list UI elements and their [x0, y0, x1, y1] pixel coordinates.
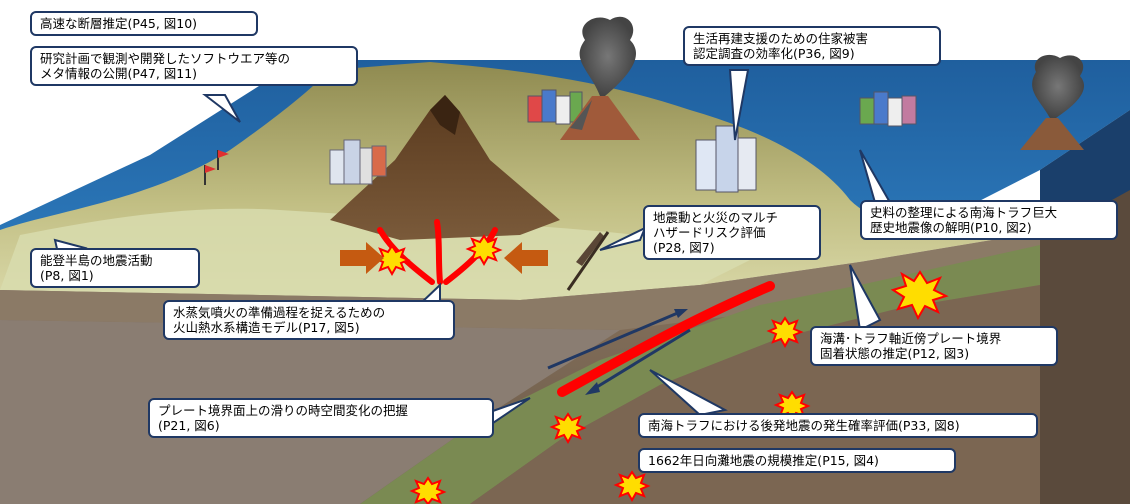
callout-line: 生活再建支援のための住家被害 [693, 31, 869, 46]
earthquake-burst-icon [373, 244, 411, 277]
callout-trench-coupling: 海溝･トラフ軸近傍プレート境界 固着状態の推定(P12, 図3) [810, 326, 1058, 366]
callout-hyuganada-1662: 1662年日向灘地震の規模推定(P15, 図4) [638, 448, 956, 473]
earthquake-burst-icon [465, 234, 503, 267]
callout-volcano-model: 水蒸気噴火の準備過程を捉えるための 火山熱水系構造モデル(P17, 図5) [163, 300, 455, 340]
observation-flag-icon [204, 150, 229, 185]
volcano-icon [330, 95, 560, 240]
callout-fault-estimation: 高速な断層推定(P45, 図10) [30, 11, 258, 36]
callout-slip-variation: プレート境界面上の滑りの時空間変化の把握 (P21, 図6) [148, 398, 494, 438]
building-cluster-icon [859, 91, 917, 127]
slip-arrows [547, 309, 691, 395]
callout-housing-damage: 生活再建支援のための住家被害 認定調査の効率化(P36, 図9) [683, 26, 941, 66]
callout-software-metadata: 研究計画で観測や開発したソフトウエア等の メタ情報の公開(P47, 図11) [30, 46, 358, 86]
arrow-right-icon [340, 242, 384, 274]
earthquake-burst-icon [890, 270, 949, 321]
earthquake-burst-icon [766, 316, 804, 349]
callout-line: 研究計画で観測や開発したソフトウエア等の [40, 51, 291, 66]
callout-line: 固着状態の推定(P12, 図3) [820, 346, 970, 361]
earthquake-burst-icon [409, 476, 447, 504]
callout-pointer [649, 369, 728, 417]
building-cluster-icon [329, 139, 387, 185]
callout-noto-activity: 能登半島の地震活動 (P8, 図1) [30, 248, 200, 288]
callout-line: (P8, 図1) [40, 268, 94, 283]
callout-line: 水蒸気噴火の準備過程を捉えるための [173, 305, 386, 320]
erupting-volcano-icon [560, 16, 640, 140]
callout-line: 火山熱水系構造モデル(P17, 図5) [173, 320, 360, 335]
erupting-volcano-icon [1020, 54, 1085, 150]
callout-line: 認定調査の効率化(P36, 図9) [693, 46, 855, 61]
callout-line: 歴史地震像の解明(P10, 図2) [870, 220, 1032, 235]
callout-pointers [53, 69, 902, 427]
building-cluster-icon [695, 125, 757, 193]
earthquake-burst-icon [549, 412, 587, 445]
callout-line: 史料の整理による南海トラフ巨大 [870, 205, 1058, 220]
callout-multi-hazard: 地震動と火災のマルチ ハザードリスク評価 (P28, 図7) [643, 205, 821, 260]
callout-line: 地震動と火災のマルチ [653, 210, 779, 225]
callout-line: 1662年日向灘地震の規模推定(P15, 図4) [648, 453, 879, 468]
callout-line: ハザードリスク評価 [653, 225, 766, 240]
callout-line: (P21, 図6) [158, 418, 220, 433]
callout-historical-nankai: 史料の整理による南海トラフ巨大 歴史地震像の解明(P10, 図2) [860, 200, 1118, 240]
callout-aftershock-probability: 南海トラフにおける後発地震の発生確率評価(P33, 図8) [638, 413, 1038, 438]
fault-icon [566, 231, 610, 291]
callout-line: 能登半島の地震活動 [40, 253, 153, 268]
callout-line: メタ情報の公開(P47, 図11) [40, 66, 198, 81]
plate-boundary-rupture [557, 281, 775, 397]
arrow-left-icon [504, 242, 548, 274]
callout-line: 南海トラフにおける後発地震の発生確率評価(P33, 図8) [648, 418, 960, 433]
earthquake-burst-icon [613, 470, 651, 503]
callout-line: (P28, 図7) [653, 240, 715, 255]
earthquake-burst-icons [409, 270, 949, 504]
callout-line: 高速な断層推定(P45, 図10) [40, 16, 198, 31]
callout-line: プレート境界面上の滑りの時空間変化の把握 [158, 403, 409, 418]
callout-line: 海溝･トラフ軸近傍プレート境界 [820, 331, 1002, 346]
